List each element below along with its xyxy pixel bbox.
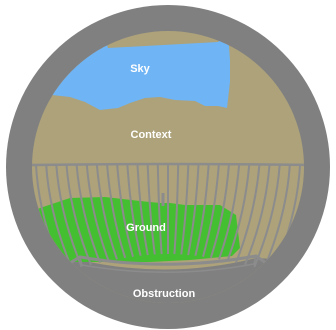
railing-baluster (156, 164, 163, 255)
railing-baluster (116, 164, 134, 257)
railing-baluster (126, 164, 142, 256)
railing-baluster (106, 164, 127, 259)
railing-top-rail (32, 162, 304, 167)
railing (32, 162, 304, 273)
railing-baluster (85, 164, 110, 262)
railing-baluster (75, 164, 101, 263)
railing-balusters (35, 164, 301, 273)
railing-baluster (173, 164, 180, 255)
railing-baluster (55, 164, 83, 268)
railing-baluster (244, 164, 271, 266)
railing-baluster (253, 164, 281, 268)
railing-baluster (218, 164, 241, 260)
railing-baluster (226, 164, 251, 262)
railing-baluster (45, 164, 74, 270)
railing-baluster (136, 164, 149, 256)
railing-baluster (146, 164, 156, 255)
sky-region (40, 31, 230, 110)
obstruction-label: Obstruction (133, 288, 196, 300)
railing-baluster (95, 164, 118, 260)
ground-label: Ground (126, 222, 166, 234)
context-label: Context (131, 129, 172, 141)
railing-baluster (235, 164, 261, 263)
railing-baluster (262, 164, 291, 270)
railing-baluster (202, 164, 220, 257)
railing-baluster (180, 164, 190, 255)
railing-bottom-rail (57, 254, 277, 272)
ground-region (32, 197, 240, 262)
sky-label: Sky (130, 63, 150, 75)
railing-baluster (65, 164, 92, 266)
railing-baluster (194, 164, 210, 256)
railing-bottom-rail-inner (79, 255, 257, 273)
railing-baluster (209, 164, 230, 259)
railing-baluster (187, 164, 200, 256)
